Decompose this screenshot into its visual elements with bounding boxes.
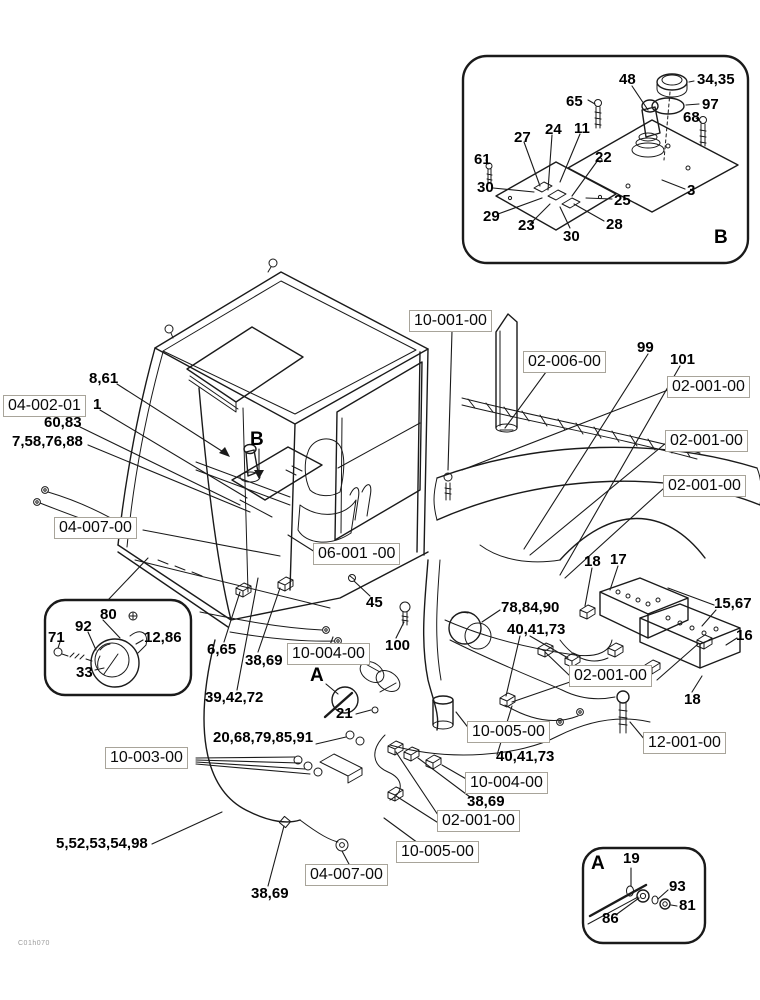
pointer-a: A [310, 665, 324, 686]
ref-02-001-00-b[interactable]: 02-001-00 [665, 430, 748, 452]
ref-02-001-00-d[interactable]: 02-001-00 [569, 665, 652, 687]
callout-18-b: 18 [684, 691, 701, 708]
callout-45: 45 [366, 594, 383, 611]
ref-10-004-00-b[interactable]: 10-004-00 [465, 772, 548, 794]
callout-6-65: 6,65 [207, 641, 237, 658]
ref-10-001-00[interactable]: 10-001-00 [409, 310, 492, 332]
inset-a [581, 846, 707, 945]
callout-16: 16 [736, 627, 753, 644]
callout-39-42-72: 39,42,72 [205, 689, 264, 706]
callout-20-68-79-85-91: 20,68,79,85,91 [213, 729, 314, 746]
callout-b-25: 25 [614, 192, 631, 209]
ref-10-005-00-a[interactable]: 10-005-00 [467, 721, 550, 743]
inset-b-letter: B [714, 227, 728, 248]
ref-04-007-00-a[interactable]: 04-007-00 [54, 517, 137, 539]
callout-b-22: 22 [595, 149, 612, 166]
ref-10-004-00-a[interactable]: 10-004-00 [287, 643, 370, 665]
callout-21: 21 [336, 705, 353, 722]
callout-12-86: 12,86 [144, 629, 182, 646]
callout-100: 100 [385, 637, 411, 654]
ref-04-002-01[interactable]: 04-002-01 [3, 395, 86, 417]
callout-b-27: 27 [514, 129, 531, 146]
callout-b-48: 48 [619, 71, 636, 88]
callout-15-67: 15,67 [714, 595, 752, 612]
callout-b-97: 97 [702, 96, 719, 113]
ref-04-007-00-b[interactable]: 04-007-00 [305, 864, 388, 886]
ref-02-006-00[interactable]: 02-006-00 [523, 351, 606, 373]
callout-78-84-90: 78,84,90 [501, 599, 560, 616]
ref-02-001-00-c[interactable]: 02-001-00 [663, 475, 746, 497]
callout-7-58-76-88: 7,58,76,88 [12, 433, 83, 450]
cab-drawing [33, 258, 429, 628]
callout-b-61: 61 [474, 151, 491, 168]
ref-10-005-00-b[interactable]: 10-005-00 [396, 841, 479, 863]
callout-17: 17 [610, 551, 627, 568]
exhaust-stack [495, 313, 518, 433]
callout-8-61: 8,61 [89, 370, 119, 387]
callout-b-30-b: 30 [563, 228, 580, 245]
callout-101: 101 [670, 351, 696, 368]
callout-33: 33 [76, 664, 93, 681]
callout-a-19: 19 [623, 850, 640, 867]
callout-1: 1 [93, 396, 102, 413]
callout-18-a: 18 [584, 553, 601, 570]
page-watermark: C01h070 [18, 940, 50, 947]
callout-b-3: 3 [687, 182, 696, 199]
ref-12-001-00[interactable]: 12-001-00 [643, 732, 726, 754]
horn-inset [43, 598, 193, 697]
leader-lines [79, 330, 738, 887]
ref-02-001-00-e[interactable]: 02-001-00 [437, 810, 520, 832]
callout-b-23: 23 [518, 217, 535, 234]
callout-38-69-a: 38,69 [245, 652, 283, 669]
callout-b-34-35: 34,35 [697, 71, 735, 88]
pointer-b: B [250, 429, 264, 450]
callout-b-11: 11 [574, 120, 590, 137]
callout-a-93: 93 [669, 878, 686, 895]
callout-a-86: 86 [602, 910, 619, 927]
callout-5-52-53-54-98: 5,52,53,54,98 [56, 835, 148, 852]
ref-06-001-00[interactable]: 06-001 -00 [313, 543, 401, 565]
inset-a-letter: A [591, 853, 605, 874]
ref-02-001-00-a[interactable]: 02-001-00 [667, 376, 750, 398]
callout-40-41-73-b: 40,41,73 [496, 748, 555, 765]
callout-92: 92 [75, 618, 92, 635]
inset-b [461, 54, 750, 265]
callout-b-28: 28 [606, 216, 623, 233]
callout-b-24: 24 [545, 121, 562, 138]
callout-b-29: 29 [483, 208, 500, 225]
callout-a-81: 81 [679, 897, 696, 914]
callout-b-65: 65 [566, 93, 583, 110]
callout-b-68: 68 [683, 109, 700, 126]
callout-60-83: 60,83 [44, 414, 82, 431]
callout-80: 80 [100, 606, 117, 623]
callout-b-30-a: 30 [477, 179, 494, 196]
callout-38-69-c: 38,69 [251, 885, 289, 902]
callout-71: 71 [48, 629, 65, 646]
ref-10-003-00[interactable]: 10-003-00 [105, 747, 188, 769]
callout-99: 99 [637, 339, 654, 356]
callout-38-69-b: 38,69 [467, 793, 505, 810]
callout-40-41-73-a: 40,41,73 [507, 621, 566, 638]
